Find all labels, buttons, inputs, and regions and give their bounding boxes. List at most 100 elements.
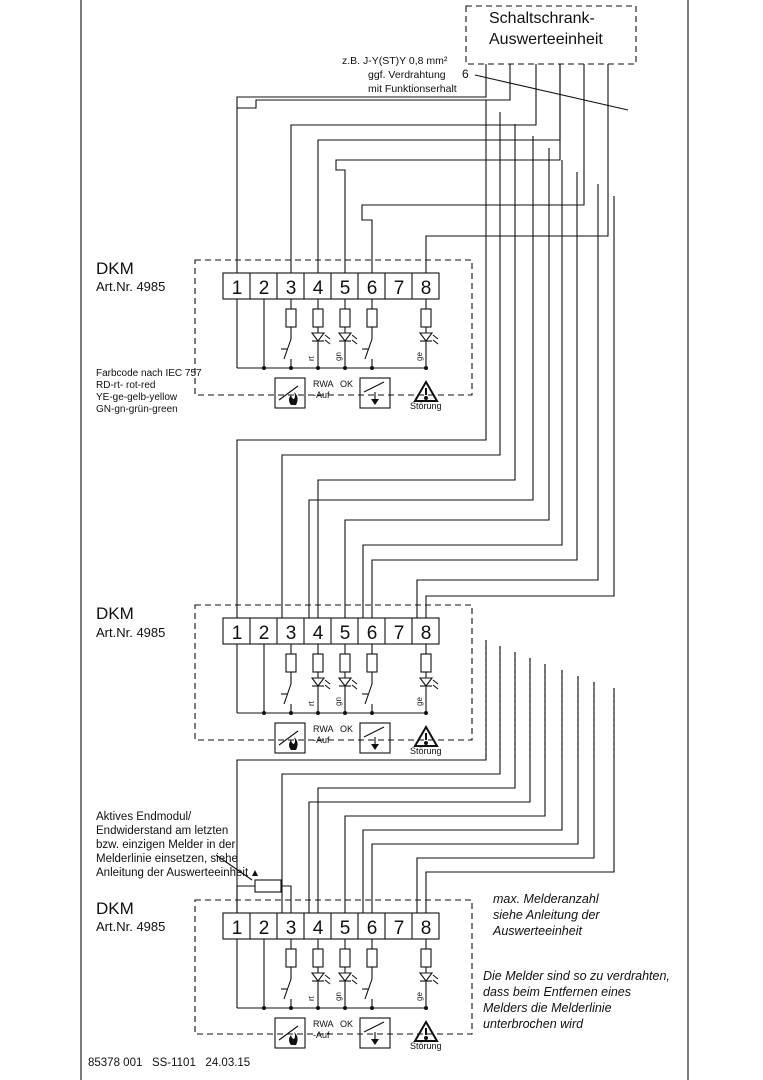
detector-3-t3-switch (283, 978, 292, 1000)
detector-3-art: Art.Nr. 4985 (96, 919, 166, 934)
loop-1-2-wire-9 (425, 196, 615, 618)
loop-2-3-wire-2 (281, 646, 501, 913)
detector-1-arrow-down-icon (371, 399, 379, 405)
loop-1-2-wire-7 (371, 172, 578, 618)
detector-1-terminal-2: 2 (259, 278, 270, 299)
detector-3-t4-node (316, 1006, 320, 1010)
cable-to-d1-t4 (317, 64, 561, 273)
detector-1-art: Art.Nr. 4985 (96, 279, 166, 294)
detector-1-t4-led-ray2 (324, 339, 331, 345)
detector-3-flame-icon (289, 1032, 298, 1045)
detector-2-bus-node (262, 711, 266, 715)
detector-1-t8-led-ray2 (432, 339, 439, 345)
loop-1-2-wire-2 (281, 112, 501, 618)
cable-count-leader (474, 74, 629, 111)
detector-1-t4-node (316, 366, 320, 370)
detector-2-reset-icon (359, 722, 391, 754)
cable-spec: z.B. J-Y(ST)Y 0,8 mm² (342, 55, 448, 67)
loop-2-3-wire-9 (425, 688, 615, 913)
detector-3-rwa-label: RWA (313, 1019, 334, 1029)
detector-2-arrow-down-icon (371, 744, 379, 750)
detector-2-t4-led-ray1 (324, 679, 331, 685)
detector-2-t5-led-diode (337, 677, 353, 687)
detector-2-fire-icon-switch (278, 730, 299, 746)
max-note-2: siehe Anleitung der (493, 908, 600, 922)
detector-2-t4-resistor (312, 653, 324, 673)
wiring-note-1: Die Melder sind so zu verdrahten, (483, 969, 670, 983)
detector-1-terminal-4: 4 (313, 278, 324, 299)
detector-2-name: DKM (96, 604, 134, 623)
detector-1-warning-icon-dot (424, 396, 428, 400)
loop-1-2-wire-5 (344, 148, 550, 618)
detector-3-t5-color-code: gn (334, 992, 343, 1001)
detector-3-t5-resistor (339, 948, 351, 968)
cabinet-box (465, 5, 637, 65)
detector-2-terminal-2: 2 (259, 623, 270, 644)
color-code-title: Farbcode nach IEC 757 (96, 368, 202, 379)
detector-3-rwa-label-2: -Auf (313, 1030, 330, 1040)
loop-1-2-wire-4 (308, 136, 534, 618)
loop-2-3-wire-5 (344, 664, 546, 913)
detector-2-t6-switch (364, 683, 373, 705)
detector-1-t4-led-diode (310, 332, 326, 342)
detector-1-terminal-8: 8 (421, 278, 432, 299)
detector-1-terminal-5: 5 (340, 278, 351, 299)
detector-2-ok-label: OK (340, 724, 353, 734)
detector-2-t5-led-ray2 (351, 684, 358, 690)
detector-3-t8-led-ray2 (432, 979, 439, 985)
detector-3-t4-color-code: rt (307, 995, 316, 1001)
detector-3-terminal-2: 2 (259, 918, 270, 939)
detector-2-t8-led-ray2 (432, 684, 439, 690)
detector-2-t8-color-code: ge (415, 697, 424, 706)
detector-1-terminal-6: 6 (367, 278, 378, 299)
endmodule-arrow-icon (252, 870, 258, 876)
detector-2-t3-node (289, 711, 293, 715)
detector-2-art: Art.Nr. 4985 (96, 625, 166, 640)
detector-3-t6-resistor (366, 948, 378, 968)
cable-to-d1-t3 (290, 64, 537, 273)
endmodule-note-3: bzw. einzigen Melder in der (96, 839, 236, 851)
detector-2-t4-node (316, 711, 320, 715)
color-code-green: GN-gn-grün-green (96, 404, 178, 415)
detector-2-rwa-label: RWA (313, 724, 334, 734)
detector-2-t6-resistor (366, 653, 378, 673)
wiring-note-2: dass beim Entfernen eines (483, 985, 632, 999)
detector-1-bus-node (262, 366, 266, 370)
detector-1-t8-resistor (420, 308, 432, 328)
wiring-note-3: Melders die Melderlinie (483, 1001, 612, 1015)
detector-1-rwa-label: RWA (313, 379, 334, 389)
detector-3-t4-led-ray1 (324, 974, 331, 980)
detector-3-t8-node (424, 1006, 428, 1010)
cable-to-d1-t8 (425, 64, 609, 273)
detector-2-rwa-label-2: -Auf (313, 735, 330, 745)
loop-1-2-wire-1 (236, 100, 487, 618)
detector-2-t4-led-ray2 (324, 684, 331, 690)
cable-to-d1-t6 (361, 64, 585, 273)
max-note-1: max. Melderanzahl (493, 892, 599, 906)
detector-3-terminal-6: 6 (367, 918, 378, 939)
detector-2-t3-switch (283, 683, 292, 705)
detector-2-t8-resistor (420, 653, 432, 673)
detector-3-dashed-box (194, 899, 473, 1035)
detector-1-t4-color-code: rt (307, 355, 316, 361)
detector-1-reset-icon-switch (363, 381, 385, 393)
detector-3-reset-icon-switch (363, 1021, 385, 1033)
endmodule-note-4: Melderlinie einsetzen, siehe (96, 853, 238, 865)
end-resistor-lead-left (236, 885, 255, 913)
detector-3-t4-resistor (312, 948, 324, 968)
loop-1-2-wire-8 (416, 184, 599, 618)
footer-doc-id: 85378 001 SS-1101 24.03.15 (88, 1057, 251, 1069)
endmodule-leader (215, 854, 253, 881)
detector-1-t8-node (424, 366, 428, 370)
detector-3-reset-icon (359, 1017, 391, 1049)
detector-1-t5-node (343, 366, 347, 370)
detector-2-t5-color-code: gn (334, 697, 343, 706)
detector-1-warning-icon (413, 380, 439, 402)
detector-2-dashed-box (194, 604, 473, 741)
detector-2-t6-node (370, 711, 374, 715)
detector-3-t5-led-diode (337, 972, 353, 982)
detector-1-fire-icon (274, 377, 306, 409)
detector-3-t3-resistor (285, 948, 297, 968)
detector-3-t4-led-diode (310, 972, 326, 982)
cable-note1: ggf. Verdrahtung (368, 69, 446, 81)
